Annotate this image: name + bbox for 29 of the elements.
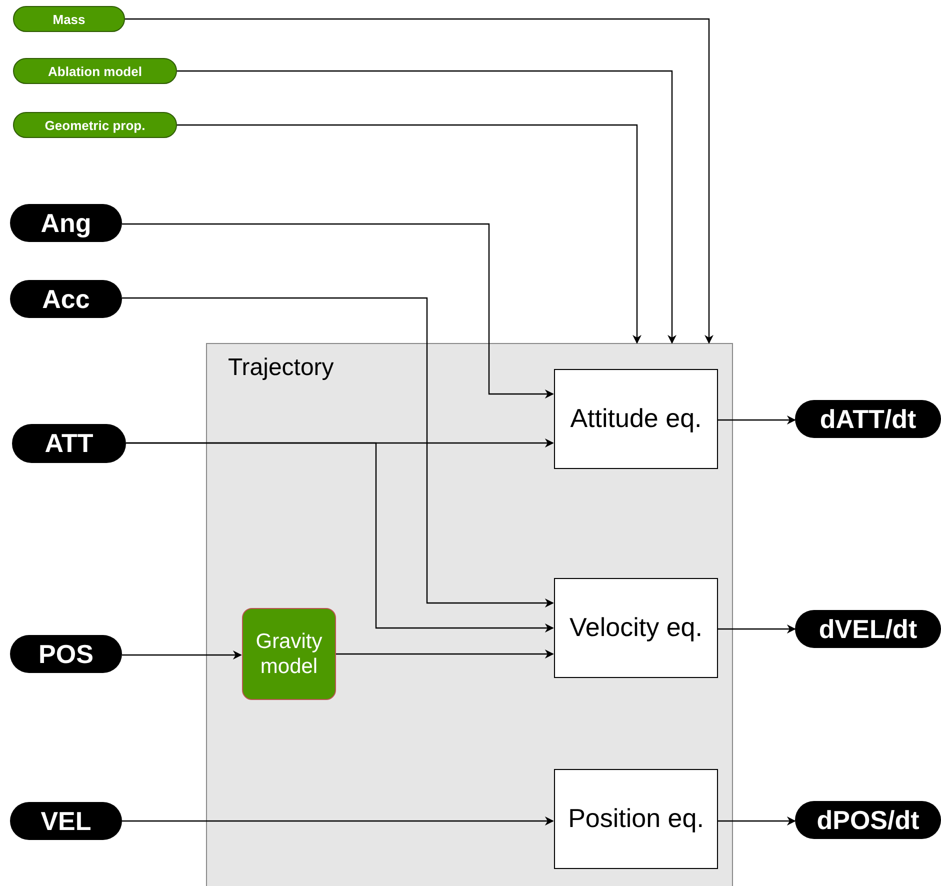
group-title: Trajectory [228, 354, 334, 382]
group-container [206, 343, 733, 886]
signal-pill: Acc [10, 280, 122, 318]
arrow [122, 816, 554, 826]
arrow [177, 124, 642, 344]
process-box: Attitude eq. [554, 369, 718, 469]
arrow [335, 650, 554, 658]
arrow [717, 816, 796, 826]
signal-pill: dPOS/dt [795, 801, 941, 839]
arrow [122, 223, 554, 398]
arrow [717, 624, 796, 634]
input-pill: Geometric prop. [13, 112, 177, 138]
signal-pill: dVEL/dt [795, 610, 941, 648]
arrow [126, 442, 554, 632]
signal-pill: Ang [10, 204, 122, 242]
process-box: Velocity eq. [554, 578, 718, 678]
arrow [122, 297, 554, 608]
arrow [717, 416, 796, 424]
process-box: Position eq. [554, 769, 718, 869]
input-pill: Mass [13, 6, 125, 32]
signal-pill: POS [10, 635, 122, 673]
arrow [177, 70, 676, 344]
signal-pill: ATT [12, 424, 126, 463]
signal-pill: VEL [10, 802, 122, 840]
input-pill: Ablation model [13, 58, 177, 84]
signal-pill: dATT/dt [795, 400, 941, 438]
arrow [125, 18, 714, 344]
model-box: Gravity model [242, 608, 336, 700]
arrow [122, 650, 242, 660]
